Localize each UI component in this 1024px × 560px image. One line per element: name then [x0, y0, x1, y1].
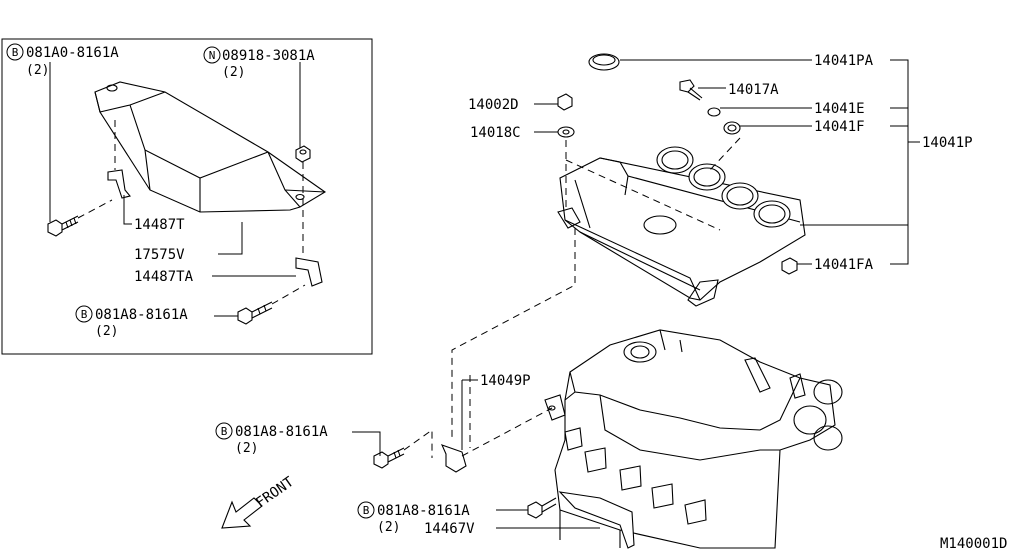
bracket-14487t-drawing: [107, 169, 131, 199]
callout-14041fa: 14041FA: [814, 257, 874, 273]
svg-text:B: B: [363, 504, 370, 517]
callout-081a8-8161a-inset: B 081A8-8161A (2): [75, 305, 188, 339]
bracket-14487ta-drawing: [295, 257, 323, 287]
svg-text:(2): (2): [26, 63, 49, 78]
oil-cap-drawing: [588, 53, 620, 71]
diagram-code: M140001D: [940, 536, 1007, 552]
bolt-lower-left-drawing: [373, 447, 405, 469]
callout-14487t: 14487T: [134, 217, 185, 233]
svg-text:B: B: [81, 308, 88, 321]
inset-frame: [1, 38, 373, 355]
bracket-14467v-drawing: [558, 491, 635, 549]
grommet-14041fa-drawing: [781, 257, 798, 275]
svg-text:(2): (2): [222, 65, 245, 80]
svg-text:N: N: [209, 49, 216, 62]
engine-cover-drawing: [557, 146, 806, 307]
washer-14041e-drawing: [707, 107, 721, 117]
svg-text:(2): (2): [377, 520, 400, 535]
svg-text:081A8-8161A: 081A8-8161A: [235, 424, 328, 440]
callout-081a0-8161a: B 081A0-8161A (2): [6, 43, 119, 78]
svg-text:081A0-8161A: 081A0-8161A: [26, 45, 119, 61]
heat-shield-drawing: [94, 81, 327, 213]
svg-text:081A8-8161A: 081A8-8161A: [95, 307, 188, 323]
washer-14018c-drawing: [557, 126, 575, 138]
callout-14002d: 14002D: [468, 97, 519, 113]
svg-text:(2): (2): [235, 441, 258, 456]
callout-14487ta: 14487TA: [134, 269, 194, 285]
callout-14018c: 14018C: [470, 125, 521, 141]
callout-081a8-8161a-bottom: B 081A8-8161A (2): [357, 501, 470, 535]
svg-text:08918-3081A: 08918-3081A: [222, 48, 315, 64]
front-label: FRONT: [253, 474, 297, 512]
callout-14049p: 14049P: [480, 373, 531, 389]
callout-14467v: 14467V: [424, 521, 475, 537]
callout-14041p: 14041P: [922, 135, 973, 151]
bolt-inset-lower-drawing: [237, 301, 273, 325]
callout-08918-3081a: N 08918-3081A (2): [203, 46, 315, 80]
svg-text:081A8-8161A: 081A8-8161A: [377, 503, 470, 519]
grommet-14041f-drawing: [723, 121, 741, 135]
svg-text:(2): (2): [95, 324, 118, 339]
bolt-inset-left-drawing: [47, 215, 79, 237]
callout-17575v: 17575V: [134, 247, 185, 263]
svg-text:B: B: [221, 425, 228, 438]
bolt-14017a-drawing: [679, 79, 703, 101]
callout-14041e: 14041E: [814, 101, 865, 117]
bolt-lower-bottom-drawing: [527, 497, 557, 519]
callout-081a8-8161a-left: B 081A8-8161A (2): [215, 422, 328, 456]
front-arrow-icon: [221, 497, 263, 529]
cylinder-head-drawing: [544, 329, 843, 549]
callout-14041f: 14041F: [814, 119, 865, 135]
bolt-14002d-drawing: [557, 93, 573, 111]
nut-08918-drawing: [295, 145, 311, 163]
svg-text:B: B: [12, 46, 19, 59]
callout-14017a: 14017A: [728, 82, 779, 98]
bracket-14049p-drawing: [440, 444, 467, 473]
callout-14041pa: 14041PA: [814, 53, 874, 69]
